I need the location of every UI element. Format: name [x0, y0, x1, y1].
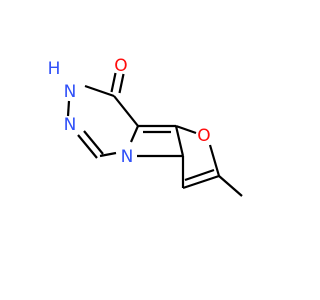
bond-imine-n-ch-double [83, 130, 104, 155]
bond-c-ch-double [182, 174, 220, 190]
bonds [66, 72, 243, 197]
bond-carbonyl-c8a [113, 95, 139, 127]
molecule-diagram: O O N H N N [48, 56, 243, 197]
bond-c-c-fused [174, 125, 185, 157]
nh-hydrogen-label: H [48, 59, 61, 79]
carbonyl-oxygen-label: O [114, 56, 127, 76]
bond-c-ch-double-inner [184, 168, 215, 182]
bond-c-ring-o [175, 124, 197, 135]
bridge-nitrogen-label: N [121, 147, 134, 167]
bond-imine-n-ch [77, 134, 98, 159]
imine-nitrogen-label: N [64, 115, 77, 135]
ring-oxygen-label: O [197, 126, 210, 146]
bond-bridge-n-c8a [129, 125, 140, 143]
bond-c-o-double-2 [118, 73, 125, 94]
atom-labels: O O N H N N [48, 56, 211, 167]
bond-ch-bridge-n [99, 151, 117, 158]
nh-nitrogen-label: N [64, 82, 77, 102]
bond-carbonyl-nh [84, 84, 115, 98]
bond-nh-n [66, 100, 71, 117]
bond-c-methyl [218, 175, 243, 197]
bond-c-o-double-1 [110, 72, 117, 93]
bond-ring-o-c [208, 144, 221, 177]
